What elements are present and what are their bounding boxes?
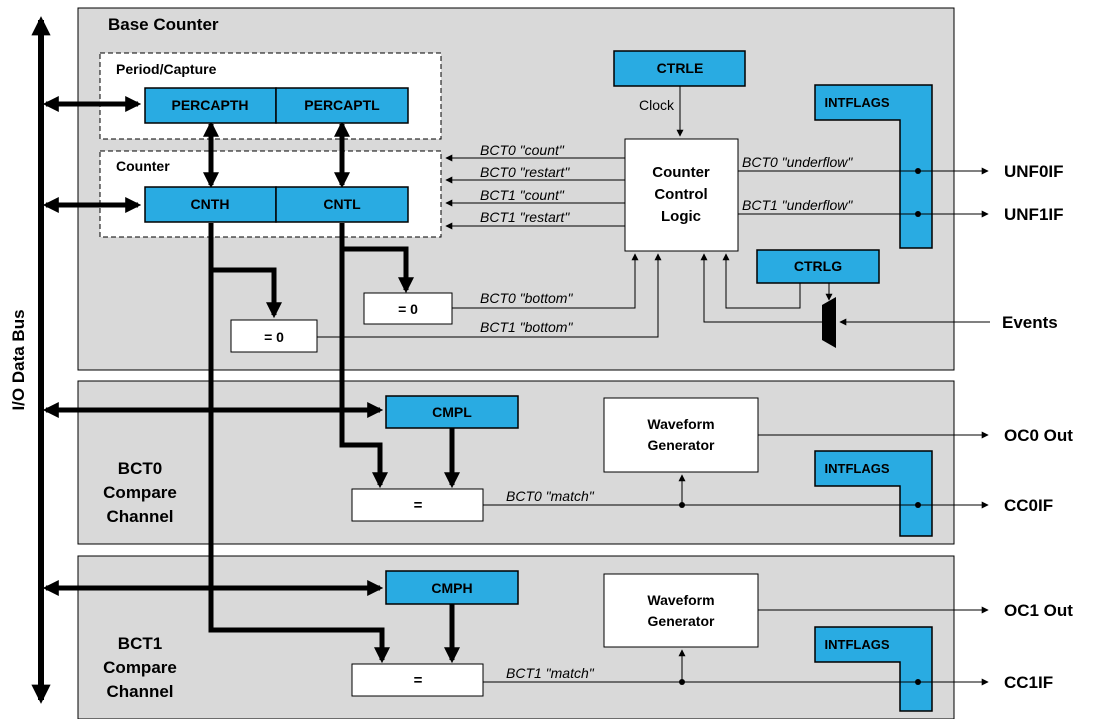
cmph-label: CMPH bbox=[431, 580, 472, 596]
percapth-label: PERCAPTH bbox=[171, 97, 248, 113]
cmph-register bbox=[385, 570, 519, 605]
oc0-out-label: OC0 Out bbox=[1004, 426, 1073, 445]
percaptl-register bbox=[275, 87, 409, 124]
cc1if-label: CC1IF bbox=[1004, 673, 1053, 692]
cntl-to-zero-a bbox=[339, 223, 415, 294]
sig-underflow1: BCT1 "underflow" bbox=[742, 197, 853, 213]
cnth-to-bct1-eq bbox=[208, 223, 391, 664]
bct0-wave-1: Waveform bbox=[647, 416, 714, 432]
bct1-title-3: Channel bbox=[106, 682, 173, 701]
ctrle-label: CTRLE bbox=[657, 60, 704, 76]
events-label: Events bbox=[1002, 313, 1058, 332]
sig-bottom1: BCT1 "bottom" bbox=[480, 319, 573, 335]
zero-a-label: = 0 bbox=[398, 301, 418, 317]
bus-label: I/O Data Bus bbox=[9, 309, 28, 410]
intflags-base-label: INTFLAGS bbox=[825, 95, 890, 110]
counter-control-logic bbox=[624, 138, 739, 252]
zero-b-label: = 0 bbox=[264, 329, 284, 345]
logic-line2: Control bbox=[654, 186, 707, 203]
intflags-base bbox=[814, 84, 933, 249]
cntl-register bbox=[275, 186, 409, 223]
percaptl-label: PERCAPTL bbox=[304, 97, 380, 113]
cntl-label: CNTL bbox=[323, 196, 361, 212]
logic-line3: Logic bbox=[661, 208, 701, 225]
bct0-waveform-generator bbox=[603, 397, 759, 473]
zero-detect-a bbox=[363, 292, 453, 325]
ctrlg-register bbox=[756, 249, 880, 284]
base-counter-title: Base Counter bbox=[108, 15, 219, 34]
cntl-to-bct0-eq bbox=[339, 249, 389, 489]
bct0-comparator bbox=[351, 488, 484, 522]
bottom0-line bbox=[452, 253, 639, 309]
bct0-wave-2: Generator bbox=[648, 437, 715, 453]
sig-restart1: BCT1 "restart" bbox=[480, 209, 570, 225]
bottom1-line bbox=[317, 253, 662, 338]
oc1-out-label: OC1 Out bbox=[1004, 601, 1073, 620]
bct1-comparator bbox=[351, 663, 484, 697]
cc0if-label: CC0IF bbox=[1004, 496, 1053, 515]
intflags-bct1-label: INTFLAGS bbox=[825, 637, 890, 652]
bct1-eq-label: = bbox=[414, 672, 423, 689]
bct1-wave-2: Generator bbox=[648, 613, 715, 629]
logic-line1: Counter bbox=[652, 164, 710, 181]
bct0-title-3: Channel bbox=[106, 507, 173, 526]
bct1-match-label: BCT1 "match" bbox=[506, 665, 595, 681]
percapth-register bbox=[144, 87, 277, 124]
cnth-label: CNTH bbox=[191, 196, 230, 212]
clock-label: Clock bbox=[639, 97, 675, 113]
bct0-eq-label: = bbox=[414, 497, 423, 514]
sig-count1: BCT1 "count" bbox=[480, 187, 565, 203]
sig-count0: BCT0 "count" bbox=[480, 142, 565, 158]
bct1-title-1: BCT1 bbox=[118, 634, 162, 653]
counter-label: Counter bbox=[116, 158, 170, 174]
unf0if-label: UNF0IF bbox=[1004, 162, 1064, 181]
cmpl-register bbox=[385, 395, 519, 429]
intflags-bct0 bbox=[814, 450, 933, 537]
sig-bottom0: BCT0 "bottom" bbox=[480, 290, 573, 306]
mux-logic-line bbox=[700, 253, 822, 323]
period-capture-label: Period/Capture bbox=[116, 61, 217, 77]
bct0-match-label: BCT0 "match" bbox=[506, 488, 595, 504]
bct1-wave-1: Waveform bbox=[647, 592, 714, 608]
events-mux bbox=[822, 297, 836, 348]
bct1-waveform-generator bbox=[603, 573, 759, 648]
bct0-title-2: Compare bbox=[103, 483, 177, 502]
ctrlg-mux-line bbox=[722, 253, 801, 309]
zero-detect-b bbox=[230, 319, 318, 353]
bct1-title-2: Compare bbox=[103, 658, 177, 677]
unf1if-label: UNF1IF bbox=[1004, 205, 1064, 224]
sig-restart0: BCT0 "restart" bbox=[480, 164, 570, 180]
cmpl-label: CMPL bbox=[432, 404, 472, 420]
sig-underflow0: BCT0 "underflow" bbox=[742, 154, 853, 170]
ctrlg-label: CTRLG bbox=[794, 258, 842, 274]
intflags-bct1 bbox=[814, 626, 933, 712]
bct0-title-1: BCT0 bbox=[118, 459, 162, 478]
ctrle-register bbox=[613, 50, 746, 87]
intflags-bct0-label: INTFLAGS bbox=[825, 461, 890, 476]
